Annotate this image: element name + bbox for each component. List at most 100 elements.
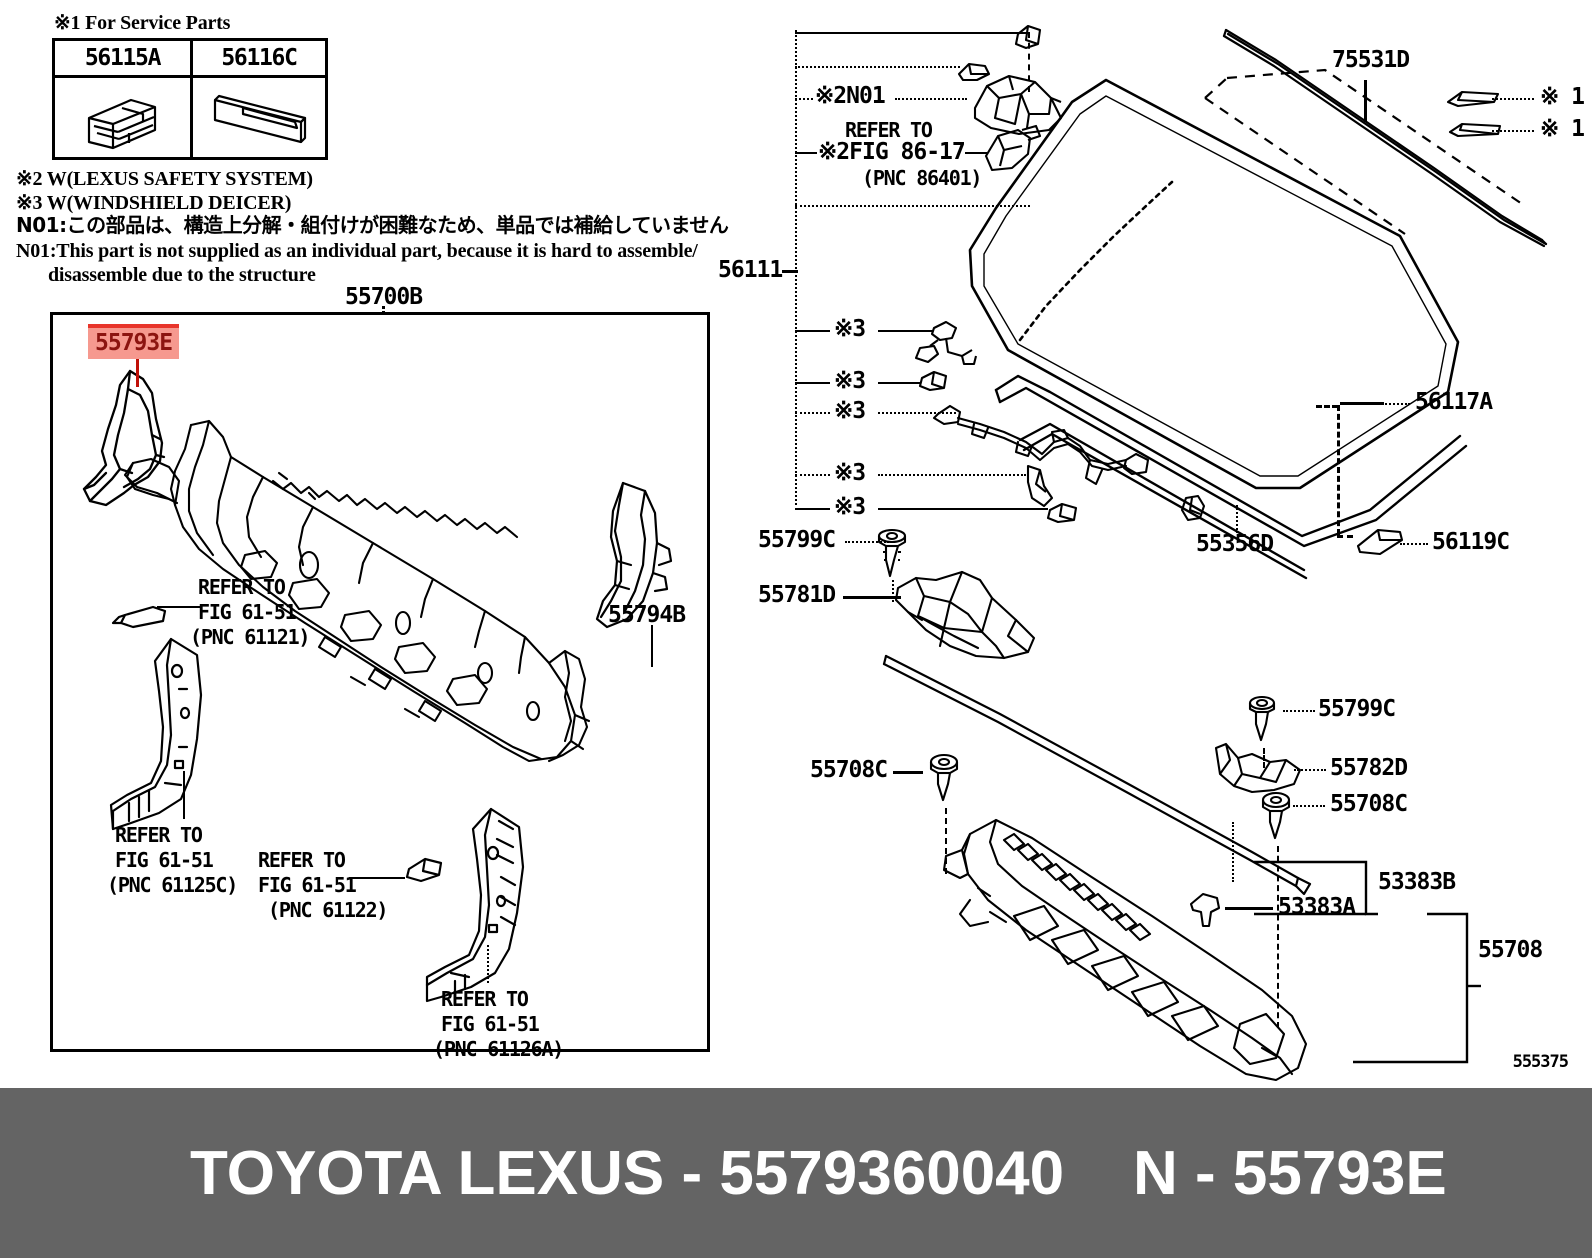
figure-number: 555375 bbox=[1512, 1052, 1569, 1072]
leader-deicer-2b bbox=[878, 382, 920, 384]
refer-61121-line1: REFER TO bbox=[198, 575, 286, 599]
part-label-56119c: 56119C bbox=[1432, 529, 1510, 555]
leader-55708c-left-down bbox=[945, 808, 947, 874]
leader-glass-area bbox=[795, 205, 1030, 207]
leader-55708c-right-down bbox=[1277, 846, 1279, 1028]
footer-bar: TOYOTA LEXUS - 5579360040 N - 55793E bbox=[0, 1088, 1592, 1258]
refer-61125c-line1: REFER TO bbox=[115, 823, 203, 847]
leader-61121 bbox=[157, 606, 201, 608]
leader-55781d bbox=[843, 596, 901, 599]
leader-61126a bbox=[487, 945, 489, 983]
part-label-53383b: 53383B bbox=[1378, 869, 1456, 895]
refer-61122-line2: FIG 61-51 bbox=[258, 873, 357, 897]
part-label-53383a: 53383A bbox=[1278, 894, 1356, 920]
callout-refer-86-17-line2: ※2FIG 86-17 bbox=[818, 139, 966, 165]
leader-55799c-lower-down bbox=[1263, 748, 1265, 768]
dashed-56119c-h-bot bbox=[1337, 535, 1353, 538]
part-label-55794b: 55794B bbox=[608, 602, 686, 628]
leader-service-mark-2 bbox=[1492, 130, 1534, 132]
leader-55356d bbox=[1236, 505, 1238, 533]
service-parts-column-2: 56116C bbox=[190, 41, 325, 157]
service-parts-table: 56115A 56116C bbox=[52, 38, 328, 160]
part-label-55799c-lower: 55799C bbox=[1318, 696, 1396, 722]
leader-55700b bbox=[382, 306, 385, 314]
leader-55708c-right bbox=[1293, 805, 1325, 807]
leader-56117a-dot bbox=[1382, 403, 1410, 405]
refer-61122-line3: (PNC 61122) bbox=[268, 898, 388, 922]
leader-53383a bbox=[1225, 907, 1273, 910]
leader-clip-top-dash bbox=[1028, 32, 1030, 92]
callout-deicer-2: ※3 bbox=[834, 368, 866, 394]
refer-61125c-line3: (PNC 61125C) bbox=[107, 873, 238, 897]
leader-deicer-3a bbox=[795, 412, 830, 414]
right-spine-line bbox=[795, 30, 797, 505]
refer-61121-line3: (PNC 61121) bbox=[190, 625, 310, 649]
callout-deicer-4: ※3 bbox=[834, 460, 866, 486]
note-windshield-deicer: ※3 W(WINDSHIELD DEICER) bbox=[16, 192, 292, 214]
note-n01-english-line2: disassemble due to the structure bbox=[48, 264, 316, 286]
dashed-56119c-v bbox=[1337, 405, 1340, 535]
service-part-number-56115a: 56115A bbox=[55, 41, 190, 78]
leader-55799c-upper-down bbox=[892, 580, 894, 602]
leader-56119c bbox=[1400, 543, 1428, 545]
part-label-55799c-upper: 55799C bbox=[758, 527, 836, 553]
leader-56117a bbox=[1340, 402, 1384, 405]
leader-n01-left bbox=[795, 98, 813, 100]
note-n01-japanese: N01:この部品は、構造上分解・組付けが困難なため、単品では補給していません bbox=[16, 213, 729, 237]
highlighted-part-55793e[interactable]: 55793E bbox=[88, 324, 180, 359]
leader-clip-2 bbox=[795, 66, 960, 68]
refer-61126a-line3: (PNC 61126A) bbox=[433, 1037, 564, 1061]
callout-refer-86-17-line3: (PNC 86401) bbox=[862, 166, 982, 190]
group-label-55700b: 55700B bbox=[345, 284, 423, 310]
leader-deicer-2a bbox=[795, 382, 830, 384]
callout-n01-lexus-safety: ※2N01 bbox=[815, 83, 886, 109]
part-label-55708c-left: 55708C bbox=[810, 757, 888, 783]
refer-61126a-line1: REFER TO bbox=[441, 987, 529, 1011]
leader-61125c bbox=[183, 771, 185, 819]
leader-53383a-up bbox=[1232, 822, 1234, 882]
leader-clip-top bbox=[795, 32, 1030, 34]
leader-55799c-upper bbox=[845, 541, 889, 543]
leader-deicer-4b bbox=[878, 474, 1026, 476]
note-lexus-safety-system: ※2 W(LEXUS SAFETY SYSTEM) bbox=[16, 168, 313, 190]
service-parts-column-1: 56115A bbox=[55, 41, 190, 157]
part-label-55782d: 55782D bbox=[1330, 755, 1408, 781]
part-label-56117a: 56117A bbox=[1415, 389, 1493, 415]
leader-55794b bbox=[651, 625, 653, 667]
leader-deicer-3b bbox=[878, 412, 956, 414]
part-label-55708c-right: 55708C bbox=[1330, 791, 1408, 817]
part-label-service-mark-1: ※ 1 bbox=[1540, 84, 1585, 110]
part-label-55356d: 55356D bbox=[1196, 531, 1274, 557]
molding-strip-icon bbox=[193, 78, 325, 157]
leader-deicer-1a bbox=[795, 330, 830, 332]
refer-61125c-line2: FIG 61-51 bbox=[115, 848, 214, 872]
callout-refer-86-17-line1: REFER TO bbox=[845, 118, 933, 142]
refer-61121-line2: FIG 61-51 bbox=[198, 600, 297, 624]
service-parts-heading: ※1 For Service Parts bbox=[54, 12, 231, 34]
part-label-service-mark-2: ※ 1 bbox=[1540, 116, 1585, 142]
callout-deicer-5: ※3 bbox=[834, 494, 866, 520]
leader-75531d bbox=[1364, 80, 1367, 122]
leader-deicer-1b bbox=[878, 330, 933, 332]
callout-deicer-1: ※3 bbox=[834, 316, 866, 342]
leader-61122 bbox=[349, 877, 405, 879]
part-label-55781d: 55781D bbox=[758, 582, 836, 608]
leader-n01-right bbox=[895, 98, 967, 100]
service-part-number-56116c: 56116C bbox=[193, 41, 325, 78]
refer-61122-line1: REFER TO bbox=[258, 848, 346, 872]
footer-title: TOYOTA LEXUS - 5579360040 N - 55793E bbox=[190, 1138, 1447, 1208]
part-label-75531d: 75531D bbox=[1332, 47, 1410, 73]
note-n01-english-line1: N01:This part is not supplied as an indi… bbox=[16, 240, 698, 262]
leader-fig8617-left bbox=[795, 152, 817, 154]
leader-55708c-left bbox=[893, 771, 923, 774]
leader-service-mark-1 bbox=[1492, 98, 1534, 100]
leader-55799c-lower bbox=[1283, 710, 1315, 712]
refer-61126a-line2: FIG 61-51 bbox=[441, 1012, 540, 1036]
clip-bracket-icon bbox=[55, 78, 190, 157]
